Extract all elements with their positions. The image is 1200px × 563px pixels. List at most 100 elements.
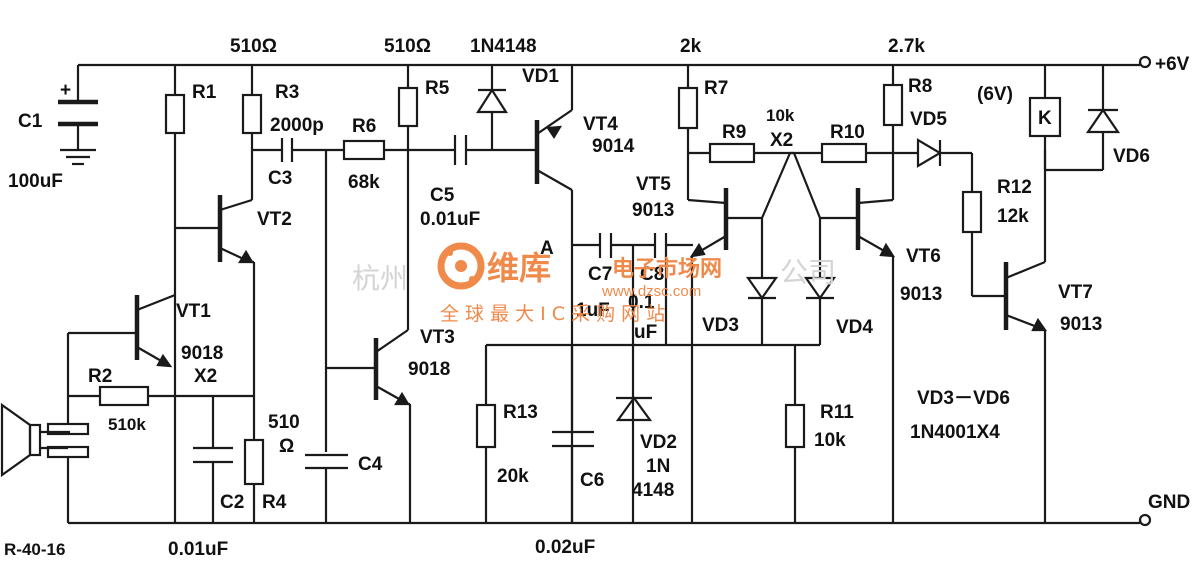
ground-rail: [68, 513, 1152, 527]
c1-label: C1: [18, 111, 43, 132]
c5-label: C5: [430, 185, 455, 206]
r4-label: R4: [262, 492, 287, 513]
transistor-vt1: [68, 293, 176, 368]
capacitor-c8: [633, 233, 693, 345]
diode-vd5: [893, 138, 974, 192]
c8-value-b: uF: [634, 322, 657, 343]
resistor-r1: [164, 65, 218, 523]
node-a-label: A: [540, 238, 554, 259]
relay-label: K: [1038, 108, 1052, 129]
capacitor-c4: [305, 453, 348, 523]
capacitor-c3: [280, 138, 344, 162]
diode-vd3: [745, 218, 779, 345]
watermark-url: www.dzsc.com: [601, 283, 701, 300]
supply-rail: [78, 55, 1152, 69]
r8-label: R8: [908, 76, 932, 97]
c8-value-a: 0.1: [628, 292, 655, 313]
r5-label: R5: [425, 78, 450, 99]
vt6-label: VT6: [906, 246, 941, 267]
c4-label: C4: [358, 454, 383, 475]
diode-vd2: [615, 396, 653, 422]
r6-value: 68k: [348, 172, 380, 193]
r10-label: R10: [830, 122, 865, 143]
vd3-label: VD3: [702, 315, 739, 336]
transistor-vt2: [217, 195, 256, 440]
c6-value: 0.02uF: [535, 537, 595, 558]
r6-label: R6: [352, 116, 376, 137]
vt1-label: VT1: [176, 301, 211, 322]
c5-value: 0.01uF: [420, 209, 480, 230]
vd5-label: VD5: [910, 109, 947, 130]
vd4-label: VD4: [836, 317, 873, 338]
vt7-label: VT7: [1058, 282, 1093, 303]
watermark-brand: 维库: [487, 249, 551, 287]
r1-label: R1: [192, 82, 217, 103]
transistor-vt3: [326, 329, 412, 523]
speaker-icon: [0, 333, 90, 523]
watermark-grey-right: 公司: [780, 256, 836, 289]
r12-value: 12k: [997, 206, 1029, 227]
vd2-model-b: 4148: [632, 480, 674, 501]
vd2-model-a: 1N: [646, 456, 670, 477]
r7-value: 2k: [680, 36, 702, 57]
resistor-r12: [961, 190, 1004, 298]
r11-label: R11: [820, 402, 854, 423]
ground-label: GND: [1148, 492, 1190, 513]
resistor-r7: [677, 65, 699, 200]
c1-plus-sign: +: [60, 80, 71, 101]
vd1-model: 1N4148: [470, 36, 537, 57]
watermark-grey-left: 杭州: [352, 262, 408, 295]
resistor-r9: [688, 142, 822, 219]
supply-label: +6V: [1155, 54, 1190, 75]
r13-value: 20k: [497, 466, 529, 487]
r11-value: 10k: [814, 430, 846, 451]
transistor-vt6: [820, 188, 896, 523]
r9-label: R9: [722, 122, 746, 143]
c3-label: C3: [268, 168, 292, 189]
transistor-vt4: [534, 65, 574, 523]
r7-label: R7: [704, 78, 728, 99]
watermark-market: 电子市场网: [612, 256, 722, 282]
watermark-logo-icon: [437, 242, 485, 290]
watermark-slogan: 全 球 最 大 I C 采 购 网 站: [440, 303, 665, 325]
capacitor-c5: [453, 135, 535, 165]
r3-label: R3: [275, 82, 299, 103]
vd2-label: VD2: [640, 432, 677, 453]
vt3-model: 9018: [408, 359, 450, 380]
resistor-r4: [243, 438, 265, 523]
r9-r10-value: 10k: [766, 106, 795, 125]
r4-value-b: Ω: [279, 436, 294, 457]
vt4-label: VT4: [583, 114, 618, 135]
capacitor-c7: [572, 233, 635, 523]
speaker-model: R-40-16: [4, 540, 65, 559]
relay-voltage: (6V): [977, 84, 1013, 105]
vd-group-model: 1N4001X4: [910, 422, 1000, 443]
resistor-r3: [241, 65, 282, 200]
diode-vd4: [803, 218, 837, 345]
r13-label: R13: [503, 402, 538, 423]
c7-value: 1uF: [576, 300, 610, 321]
diode-vd6: [1085, 65, 1121, 170]
c8-label: C8: [640, 264, 664, 285]
vd1-label: VD1: [522, 66, 559, 87]
r4-value-a: 510: [268, 412, 300, 433]
diode-vd1: [475, 65, 509, 150]
vt3-label: VT3: [420, 327, 455, 348]
resistor-r10: [760, 142, 893, 219]
watermark: 杭州 公司 维库 电子市场网 www.dzsc.com 全 球 最 大 I C …: [352, 242, 836, 325]
r12-label: R12: [997, 177, 1032, 198]
vd-group-range: VD3－VD6: [917, 388, 1010, 409]
transistor-vt7: [1003, 150, 1048, 523]
vt6-model: 9013: [900, 284, 942, 305]
r9-r10-mult: X2: [770, 130, 793, 151]
resistor-r2: [68, 385, 254, 407]
capacitor-c2: [193, 396, 233, 523]
r2-label: R2: [88, 366, 112, 387]
c2-label: C2: [220, 492, 244, 513]
capacitor-c6: [552, 345, 594, 523]
supply-terminal: [1138, 55, 1152, 69]
vt1-mult: X2: [194, 366, 217, 387]
resistor-r5: [397, 65, 419, 330]
vt7-model: 9013: [1060, 314, 1102, 335]
